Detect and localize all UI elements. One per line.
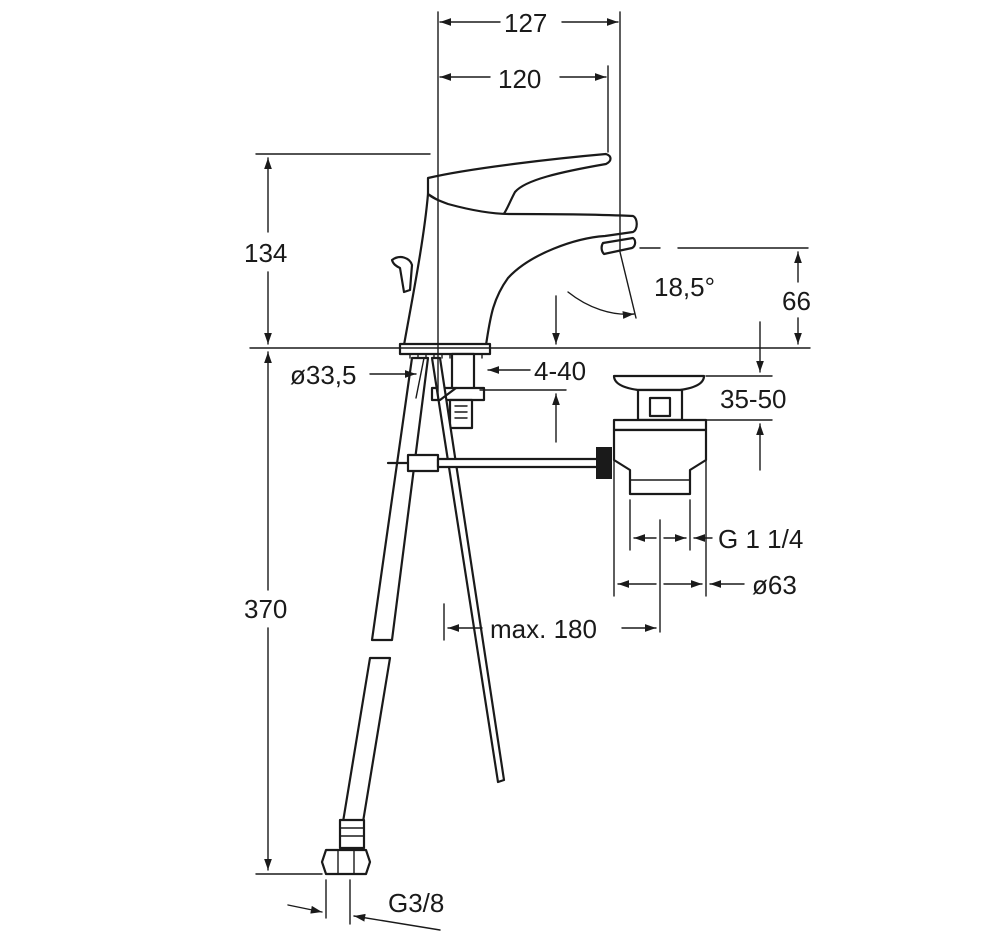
dim-diameter-63: ø63 bbox=[752, 570, 797, 600]
dim-134: 134 bbox=[244, 238, 287, 268]
spout-body bbox=[402, 192, 638, 347]
mounting-stud bbox=[430, 352, 486, 430]
dim-g-1-1-4: G 1 1/4 bbox=[718, 524, 803, 554]
base-flange bbox=[398, 342, 492, 356]
dim-35-50: 35-50 bbox=[720, 384, 787, 414]
dim-diameter-33-5: ø33,5 bbox=[290, 360, 357, 390]
dim-120: 120 bbox=[498, 64, 541, 94]
dim-370: 370 bbox=[244, 594, 287, 624]
aerator bbox=[600, 236, 637, 256]
dim-66: 66 bbox=[782, 286, 811, 316]
faucet-body bbox=[390, 152, 638, 359]
dim-g3-8: G3/8 bbox=[388, 888, 444, 918]
dim-max-180: max. 180 bbox=[490, 614, 597, 644]
pop-up-knob bbox=[390, 256, 414, 294]
dim-4-40: 4-40 bbox=[534, 356, 586, 386]
pop-up-rod bbox=[386, 356, 612, 784]
dim-18-5-angle: 18,5° bbox=[654, 272, 715, 302]
dimension-labels: 127 120 134 18,5° 66 ø33,5 4-40 35-50 G … bbox=[244, 8, 811, 918]
drain-assembly bbox=[612, 374, 708, 496]
dim-127: 127 bbox=[504, 8, 547, 38]
dimension-lines bbox=[249, 11, 811, 931]
supply-hose bbox=[320, 356, 430, 876]
